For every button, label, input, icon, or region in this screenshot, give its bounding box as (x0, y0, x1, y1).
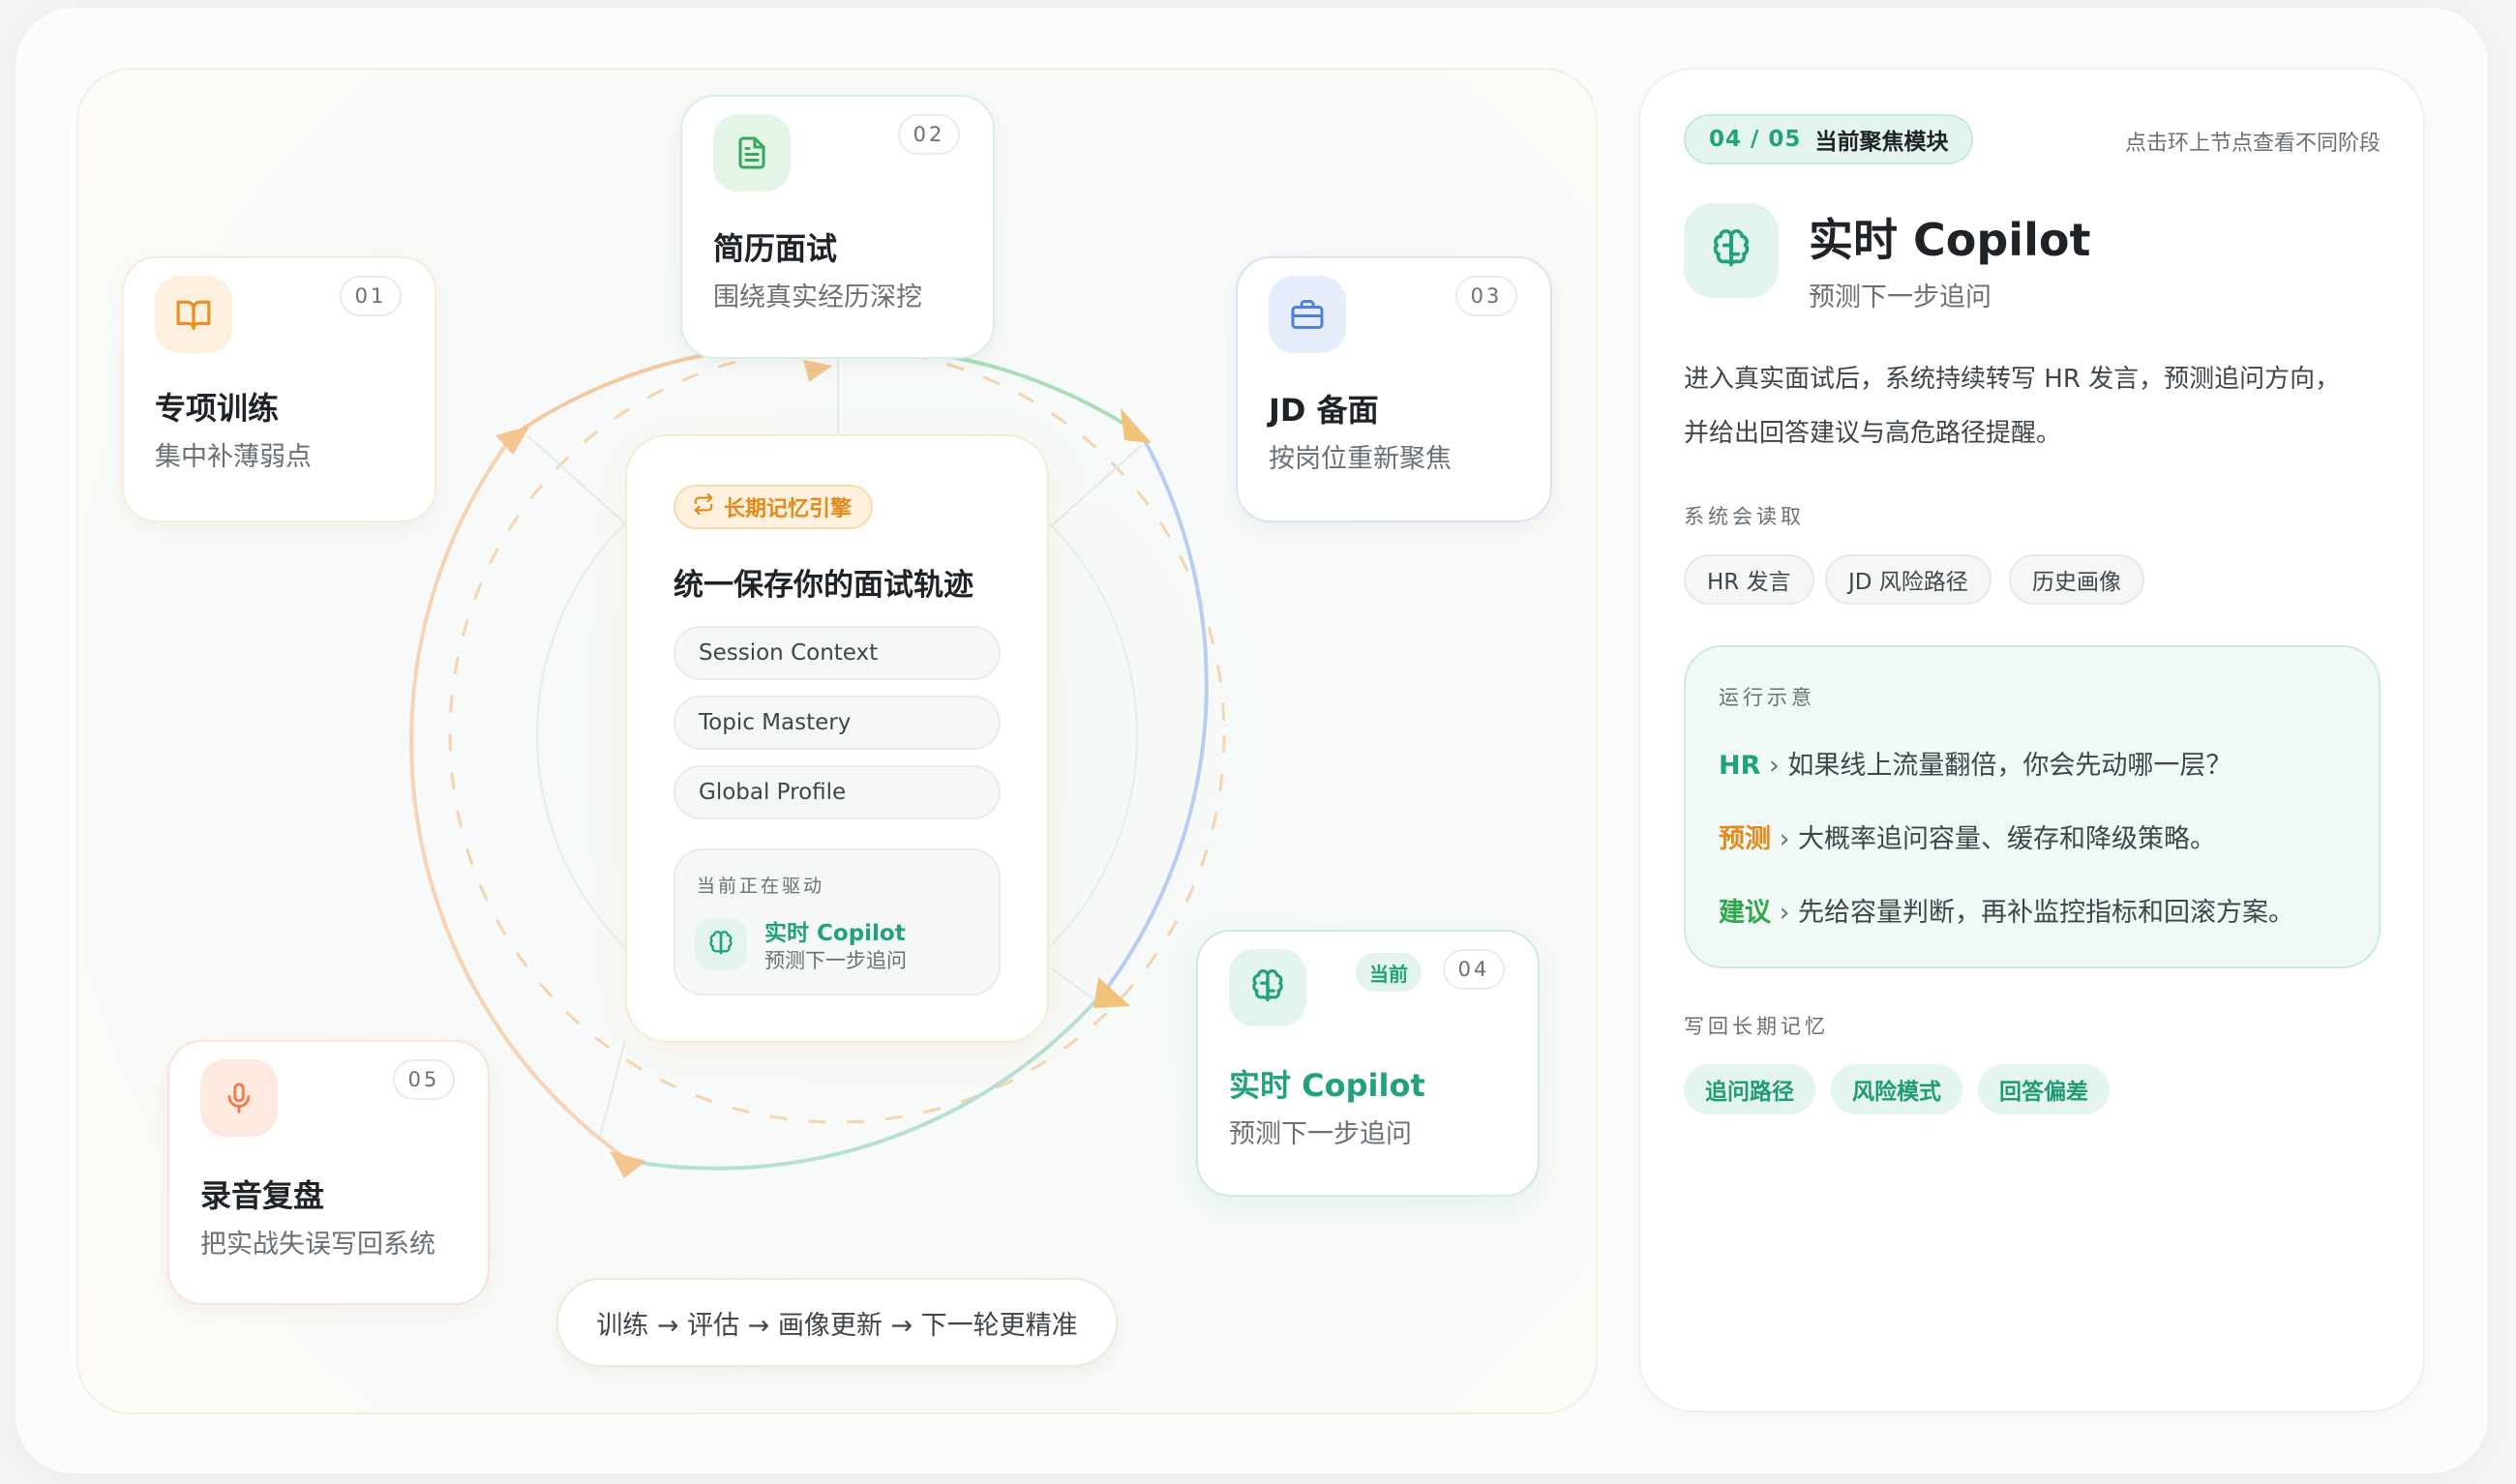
demo-text: 如果线上流量翻倍，你会先动哪一层？ (1787, 751, 2232, 781)
brain-icon (695, 918, 747, 970)
briefcase-icon (1269, 276, 1346, 353)
training-loop-pill: 训练 → 评估 → 画像更新 → 下一轮更精准 (556, 1278, 1118, 1367)
focus-label: 当前聚焦模块 (1814, 130, 1949, 155)
demo-speaker: 建议 (1719, 898, 1771, 928)
brain-icon (1229, 949, 1306, 1026)
reads-label: 系统会读取 (1684, 505, 1805, 528)
stage-node-02[interactable]: 02 简历面试 围绕真实经历深挖 (680, 95, 995, 359)
stage-node-04[interactable]: 当前 04 实时 Copilot 预测下一步追问 (1196, 930, 1540, 1197)
driving-module: 当前正在驱动 实时 Copilot 预测下一步追问 (674, 848, 1001, 995)
stage-number: 04 (1443, 949, 1505, 990)
demo-text: 先给容量判断，再补监控指标和回滚方案。 (1797, 898, 2294, 928)
demo-speaker: 预测 (1719, 824, 1771, 854)
stage-number: 02 (898, 114, 960, 155)
read-chip: JD 风险路径 (1825, 554, 1992, 605)
stage-title: 专项训练 (155, 390, 280, 427)
stage-number: 05 (393, 1059, 455, 1100)
brain-icon (1684, 203, 1779, 298)
stage-subtitle: 预测下一步追问 (1229, 1119, 1412, 1149)
context-pill: Topic Mastery (674, 696, 1001, 750)
detail-title: 实时 Copilot (1809, 214, 2091, 266)
stage-subtitle: 把实战失误写回系统 (200, 1230, 435, 1260)
demo-label: 运行示意 (1719, 686, 1815, 709)
stage-title: JD 备面 (1269, 392, 1379, 429)
read-chip: HR 发言 (1684, 554, 1814, 605)
stage-title: 简历面试 (713, 230, 838, 267)
context-pill: Session Context (674, 626, 1001, 680)
engine-badge-label: 长期记忆引擎 (724, 497, 853, 521)
demo-text: 大概率追问容量、缓存和降级策略。 (1797, 824, 2216, 854)
stage-node-05[interactable]: 05 录音复盘 把实战失误写回系统 (167, 1040, 490, 1305)
writeback-label: 写回长期记忆 (1684, 1015, 1829, 1038)
demo-speaker: HR (1719, 751, 1761, 781)
focus-badge: 04 / 05 当前聚焦模块 (1684, 114, 1974, 164)
read-chip: 历史画像 (2009, 554, 2144, 605)
writeback-chip: 回答偏差 (1978, 1064, 2110, 1114)
document-icon (713, 114, 791, 192)
demo-line: 建议 › 先给容量判断，再补监控指标和回滚方案。 (1719, 898, 2294, 928)
demo-line: 预测 › 大概率追问容量、缓存和降级策略。 (1719, 824, 2216, 854)
engine-badge: 长期记忆引擎 (674, 485, 874, 529)
stage-subtitle: 按岗位重新聚焦 (1269, 444, 1452, 474)
stage-progress: 04 / 05 (1709, 127, 1802, 152)
driving-subtitle: 预测下一步追问 (764, 949, 907, 972)
stage-subtitle: 围绕真实经历深挖 (713, 282, 922, 312)
stage-number: 03 (1455, 276, 1517, 316)
memory-engine-card: 长期记忆引擎 统一保存你的面试轨迹 Session Context Topic … (625, 434, 1049, 1043)
writeback-chip: 风险模式 (1831, 1064, 1962, 1114)
stage-node-03[interactable]: 03 JD 备面 按岗位重新聚焦 (1236, 256, 1552, 522)
run-demo-box: 运行示意 HR › 如果线上流量翻倍，你会先动哪一层？ 预测 › 大概率追问容量… (1684, 645, 2381, 968)
hint-text: 点击环上节点查看不同阶段 (2124, 132, 2381, 156)
microphone-icon (200, 1059, 278, 1137)
driving-label: 当前正在驱动 (697, 876, 825, 897)
stage-subtitle: 集中补薄弱点 (155, 442, 312, 472)
stage-number: 01 (340, 276, 402, 316)
book-icon (155, 276, 232, 353)
context-pill: Global Profile (674, 765, 1001, 819)
stage-node-01[interactable]: 01 专项训练 集中补薄弱点 (122, 256, 436, 522)
driving-title: 实时 Copilot (764, 921, 906, 946)
demo-line: HR › 如果线上流量翻倍，你会先动哪一层？ (1719, 751, 2232, 781)
detail-subtitle: 预测下一步追问 (1809, 282, 1992, 312)
stage-title: 实时 Copilot (1229, 1067, 1425, 1104)
detail-description: 进入真实面试后，系统持续转写 HR 发言，预测追问方向，并给出回答建议与高危路径… (1684, 365, 2341, 448)
sync-icon (693, 492, 714, 520)
stage-title: 录音复盘 (200, 1177, 325, 1214)
writeback-chip: 追问路径 (1684, 1064, 1815, 1114)
current-badge: 当前 (1356, 953, 1422, 992)
center-title: 统一保存你的面试轨迹 (674, 568, 973, 603)
